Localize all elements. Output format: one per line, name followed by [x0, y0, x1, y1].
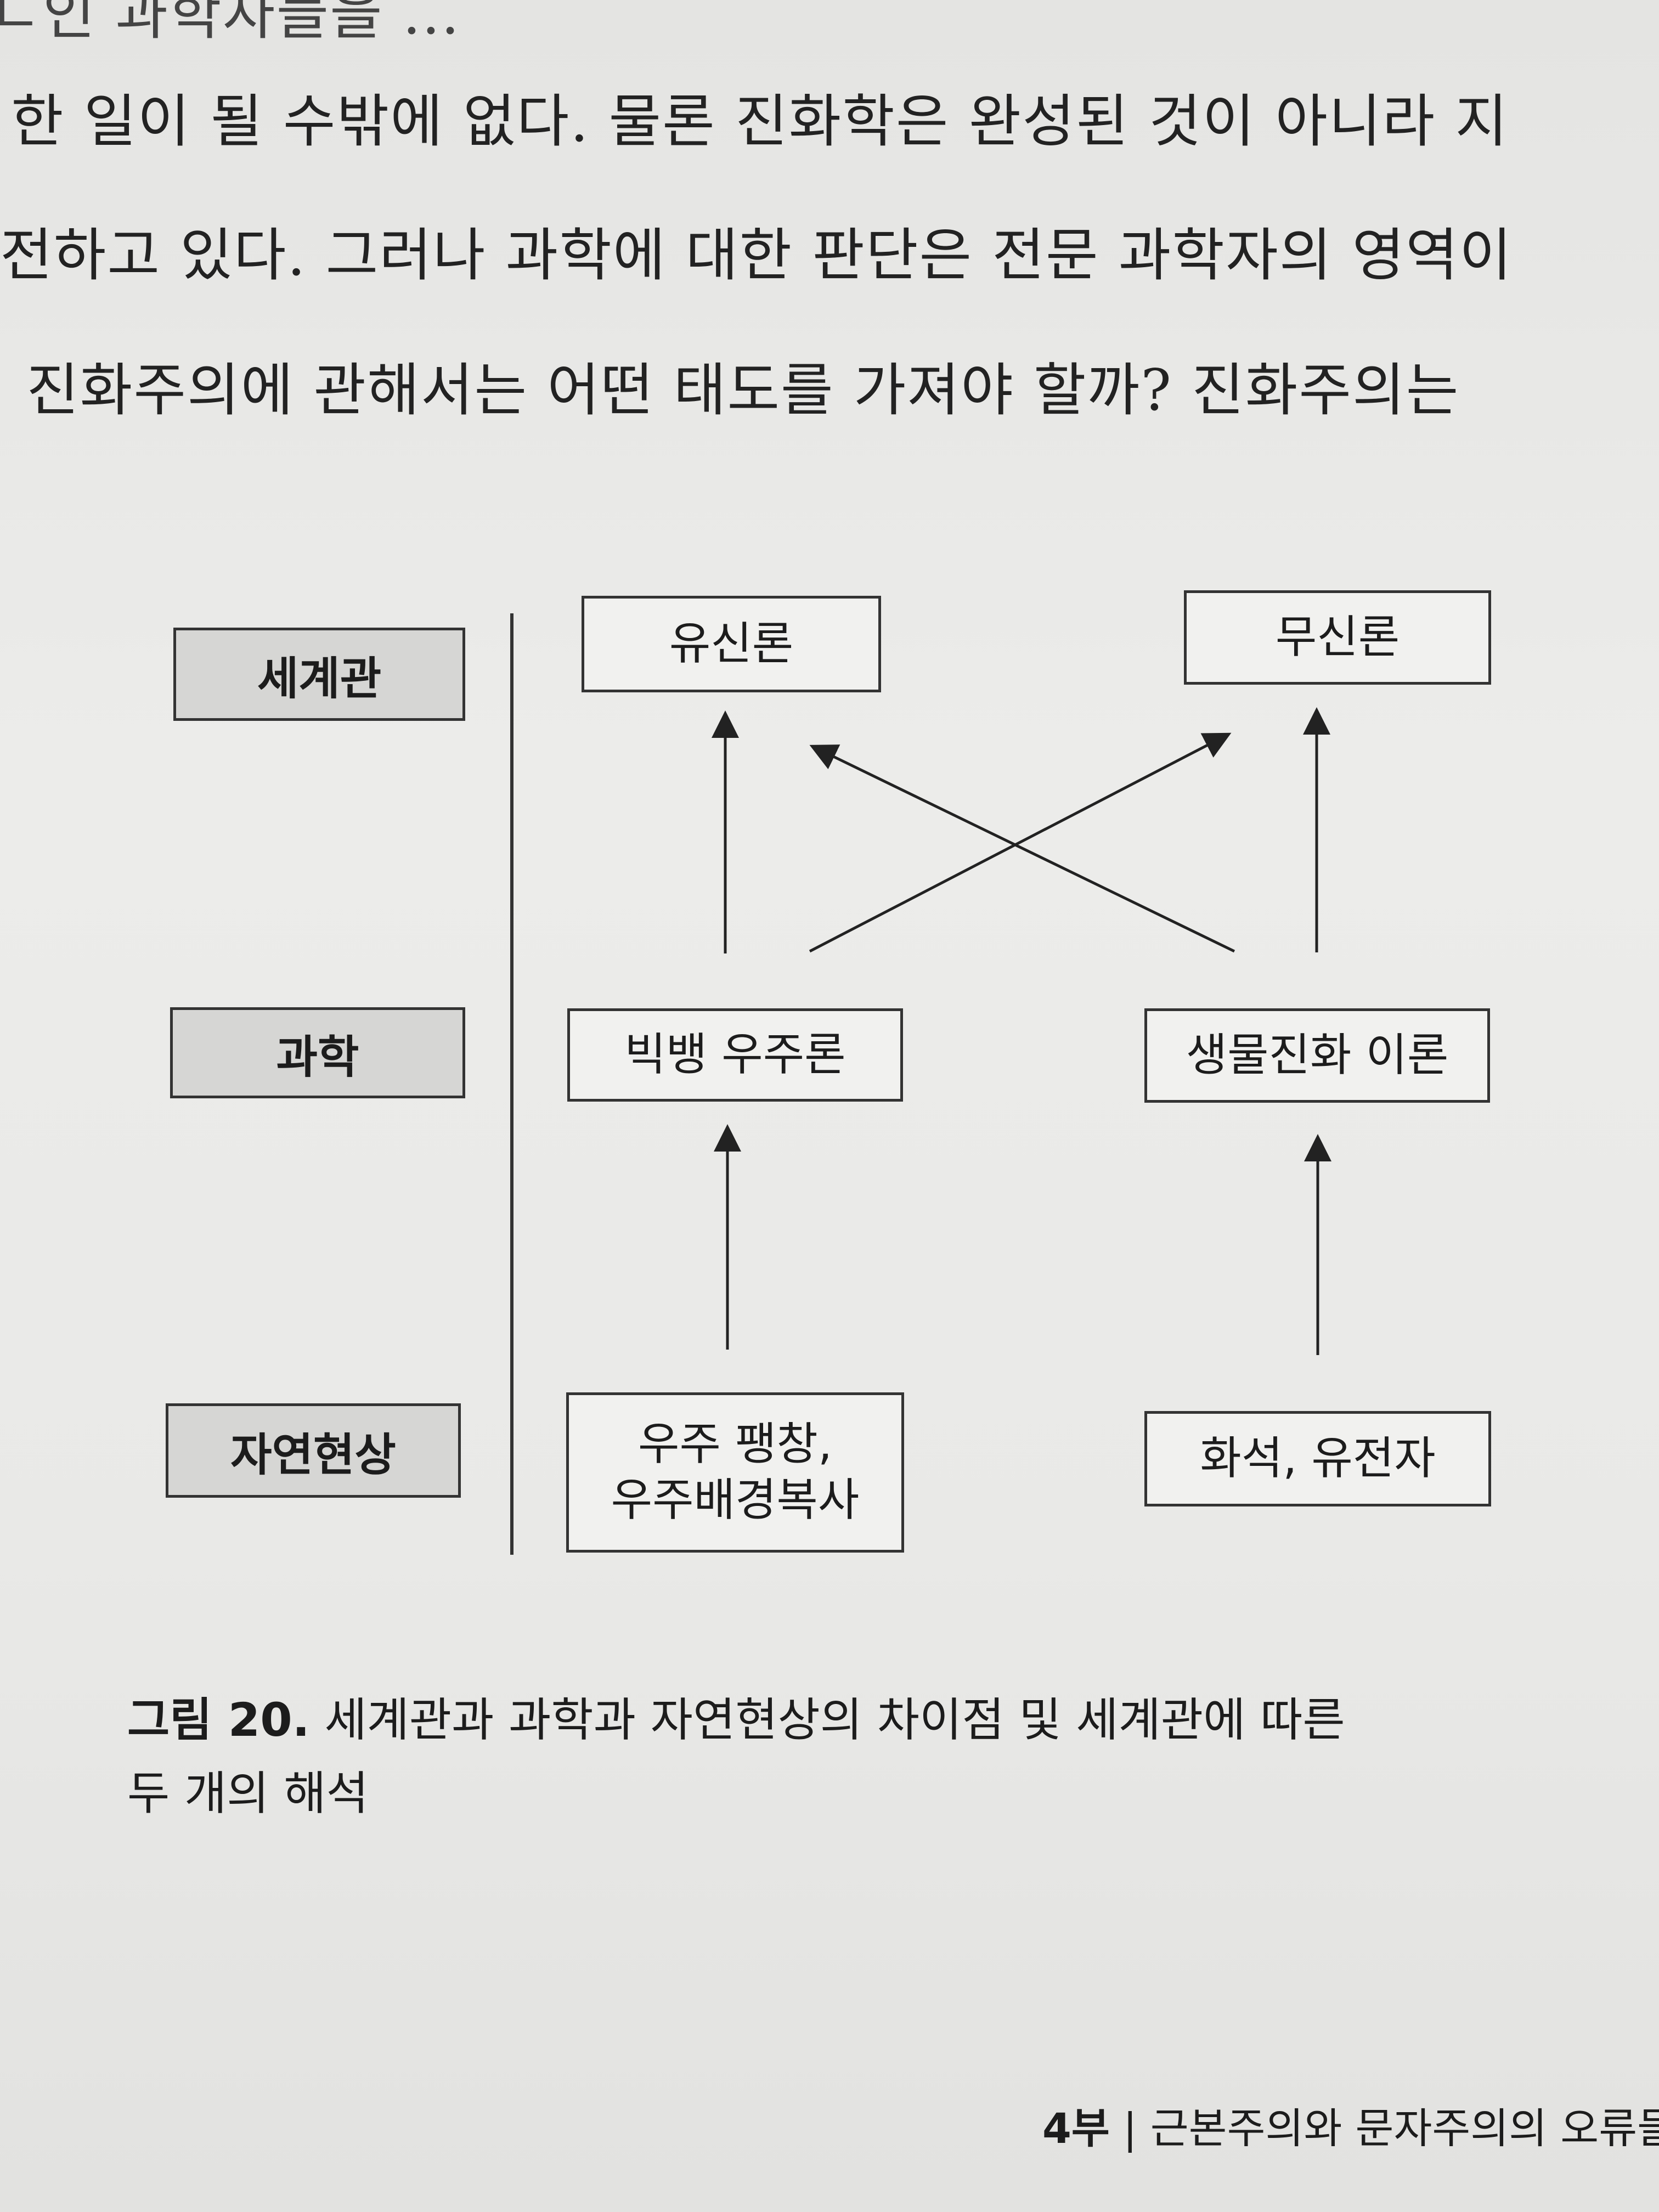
caption-line-1: 그림 20. 세계관과 과학과 자연현상의 차이점 및 세계관에 따른 [127, 1683, 1499, 1757]
figure-number: 그림 20. [127, 1693, 310, 1747]
node-big-bang-cosmology: 빅뱅 우주론 [567, 1008, 903, 1102]
node-atheism: 무신론 [1184, 590, 1491, 685]
footer-part: 4부 [1042, 2104, 1110, 2153]
caption-line-2: 두 개의 해석 [127, 1767, 369, 1820]
arrow-evolution-to-theism [809, 744, 1235, 953]
row-label-science: 과학 [170, 1007, 465, 1098]
arrow-bigbang-to-atheism [809, 732, 1232, 953]
body-text-line-4: 진화주의에 관해서는 어떤 태도를 가져야 할까? 진화주의는 [26, 357, 1460, 424]
body-text-line-2: 한 일이 될 수밖에 없다. 물론 진화학은 완성된 것이 아니라 지 [11, 88, 1509, 155]
figure-caption: 그림 20. 세계관과 과학과 자연현상의 차이점 및 세계관에 따른 두 개의… [127, 1683, 1499, 1830]
body-text-line-3: 전하고 있다. 그러나 과학에 대한 판단은 전문 과학자의 영역이 [0, 222, 1513, 289]
node-cosmic-line-1: 우주 팽창, [638, 1418, 832, 1470]
page-footer: 4부 | 근본주의와 문자주의의 오류들 [1042, 2095, 1659, 2155]
row-label-natural-phenomena: 자연현상 [166, 1403, 461, 1498]
node-cosmic-expansion-background-radiation: 우주 팽창, 우주배경복사 [566, 1392, 904, 1553]
node-biological-evolution: 생물진화 이론 [1144, 1008, 1490, 1103]
row-label-worldview: 세계관 [173, 628, 465, 721]
node-theism: 유신론 [582, 596, 881, 692]
footer-title: 근본주의와 문자주의의 오류들 [1150, 2104, 1659, 2153]
body-text-line-1: ㄴ인 과학자들을 ... [0, 0, 461, 47]
footer-separator: | [1122, 2104, 1137, 2153]
diagram-divider-line [510, 613, 514, 1555]
caption-text-1: 세계관과 과학과 자연현상의 차이점 및 세계관에 따른 [324, 1693, 1345, 1747]
node-fossils-genes: 화석, 유전자 [1144, 1411, 1491, 1506]
node-cosmic-line-2: 우주배경복사 [611, 1474, 860, 1526]
